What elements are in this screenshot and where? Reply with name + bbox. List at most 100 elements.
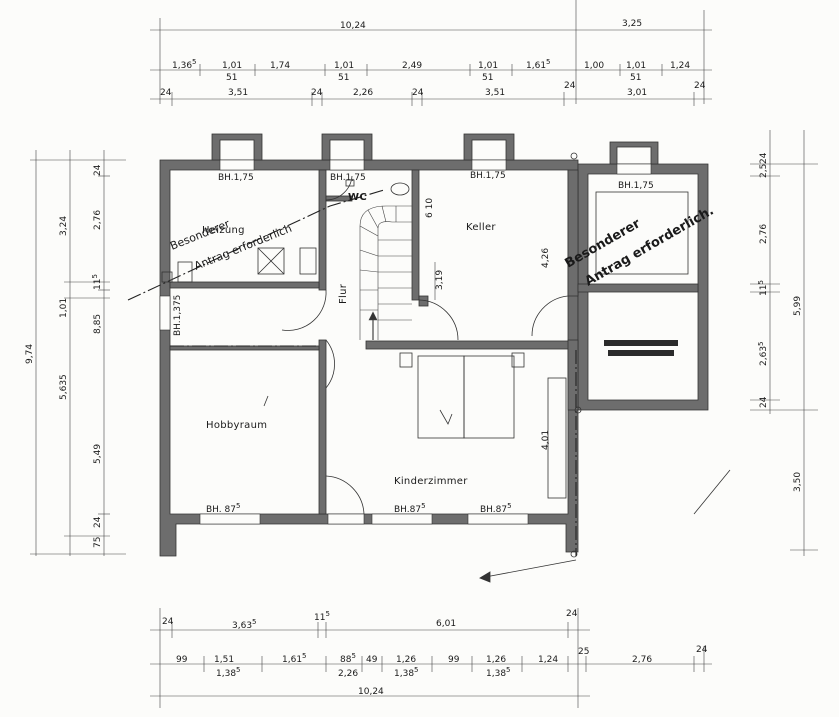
room-label-hobbyraum: Hobbyraum [206,420,267,431]
dim-bot-r2-10: 25 [578,647,589,657]
heating-equipment [161,247,317,283]
dim-left-inner-6: 24 [93,516,103,528]
dim-top-r3-3: 24 [311,88,323,98]
dim-bot-r2-7: 99 [448,655,460,665]
dim-top-r2-4: 1,01 [334,61,354,71]
dim-right-outer-2: 3,50 [793,472,803,492]
right-dimension-lines: 5,99 3,50 24 2,5 2,76 115 2,635 24 [750,130,818,556]
building-walls [127,133,731,583]
dim-left-outer: 9,74 [25,344,35,364]
dim-bot-r2-5: 49 [366,655,378,665]
dim-right-inner-6: 24 [759,396,769,408]
room-label-wc: WC [348,192,367,203]
bh-label-heizung: BH.1,75 [218,173,254,183]
dim-left-inner-1: 24 [93,164,103,176]
dim-top-r2-5: 2,49 [402,61,422,71]
dim-flur-319: 3,19 [435,270,445,290]
room-label-keller: Keller [466,222,496,233]
dim-bot-r2-8: 1,26 [486,655,506,665]
dim-bot-r2-12: 24 [696,645,708,655]
dim-right-inner-2: 2,5 [759,164,769,178]
dim-bot-r2-8-sub: 1,385 [486,666,511,679]
dim-right-inner-4: 115 [757,280,769,296]
dim-top-r3-1: 24 [160,88,172,98]
dim-bot-r1-1: 24 [162,617,174,627]
bh-label-hobby-bottom: BH. 875 [206,502,240,515]
window-bays [211,133,659,165]
dim-bot-r2-11: 2,76 [632,655,652,665]
interior-dimensions: 6 10 3,19 4,26 4,01 [425,198,551,450]
dim-top-r2-1: 1,365 [172,58,197,71]
dim-top-r2-9-sub: 51 [630,73,641,83]
dim-top-r2-6-sub: 51 [482,73,493,83]
annotation-arrows [263,152,731,583]
dim-keller-610: 6 10 [425,198,435,218]
bh-label-kinder-2: BH.875 [480,502,512,515]
dim-bot-r2-6-sub: 1,385 [394,666,419,679]
dim-keller-426: 4,26 [541,248,551,268]
dim-right-outer-1: 5,99 [793,296,803,316]
dim-left-inner-4: 8,85 [93,314,103,334]
room-labels: Heizung WC Keller Flur Hobbyraum Kinderz… [202,192,496,487]
dim-top-r2-6: 1,01 [478,61,498,71]
bh-label-right: BH.1,75 [618,181,654,191]
dim-right-inner-3: 2,76 [759,224,769,244]
section-cut-line [127,189,385,301]
dim-top-r3-4: 2,26 [353,88,373,98]
wc-fixture [345,179,410,196]
bh-label-keller: BH.1,75 [470,171,506,181]
bottom-dimension-lines: 24 3,635 115 6,01 24 99 1,51 1,385 1,615… [150,608,712,708]
window-height-labels: BH.1,75 BH.1,75 BH.1,75 BH.1,75 BH.1,375… [173,171,654,515]
children-beds [399,352,567,499]
dim-bot-r1-5: 24 [566,609,578,619]
dim-bot-r2-9: 1,24 [538,655,558,665]
dim-bot-r2-1: 99 [176,655,188,665]
dim-left-inner-7: 75 [93,537,103,548]
bh-label-wc: BH.1,75 [330,173,366,183]
dim-top-r3-7: 24 [564,81,576,91]
dim-right-inner-5: 2,635 [757,341,769,366]
dim-top-r3-2: 3,51 [228,88,248,98]
outer-wall-right-wing [577,163,709,411]
dim-top-r2-3: 1,74 [270,61,290,71]
dim-bot-r1-2: 3,635 [232,618,257,631]
window-openings [159,159,652,525]
staircase [359,205,412,340]
dim-top-total: 10,24 [340,21,366,31]
dim-bot-r2-4: 885 [340,652,356,665]
top-dimension-lines: 10,24 3,25 1,365 1,01 51 1,74 1,01 51 2,… [150,0,712,106]
dim-top-r2-8: 1,00 [584,61,604,71]
dim-top-r2-2-sub: 51 [226,73,237,83]
dim-top-r3-5: 24 [412,88,424,98]
dim-left-mid-2: 1,01 [59,298,69,318]
dim-left-mid-3: 5,635 [59,374,69,400]
dim-right-inner-1: 24 [759,152,769,164]
dim-top-r2-10: 1,24 [670,61,690,71]
dim-left-inner-5: 5,49 [93,444,103,464]
room-label-heizung: Heizung [202,225,245,236]
dim-top-r3-8: 3,01 [627,88,647,98]
dim-top-r2-4-sub: 51 [338,73,349,83]
bh-label-hobby-side: BH.1,375 [173,295,183,336]
dim-top-r3-9: 24 [694,81,706,91]
room-label-kinderzimmer: Kinderzimmer [394,476,468,487]
dim-bot-r1-3: 115 [314,610,330,623]
dim-bot-r2-6: 1,26 [396,655,416,665]
dim-bot-total: 10,24 [358,687,384,697]
dim-left-inner-3: 115 [91,274,103,290]
dim-top-right: 3,25 [622,19,642,29]
dim-bot-r2-4-sub: 2,26 [338,669,358,679]
dim-left-mid-1: 3,24 [59,216,69,236]
bh-label-kinder-1: BH.875 [394,502,426,515]
dim-top-r2-2: 1,01 [222,61,242,71]
tank-outline [595,191,689,275]
dim-bot-r2-2: 1,51 [214,655,234,665]
dim-bot-r2-3: 1,615 [282,652,307,665]
dim-top-r3-6: 3,51 [485,88,505,98]
dim-left-inner-2: 2,76 [93,210,103,230]
dim-bot-r1-4: 6,01 [436,619,456,629]
room-label-flur: Flur [338,283,349,304]
dim-kinder-401: 4,01 [541,430,551,450]
left-dimension-lines: 9,74 3,24 1,01 5,635 24 2,76 115 8,85 5,… [25,150,126,556]
